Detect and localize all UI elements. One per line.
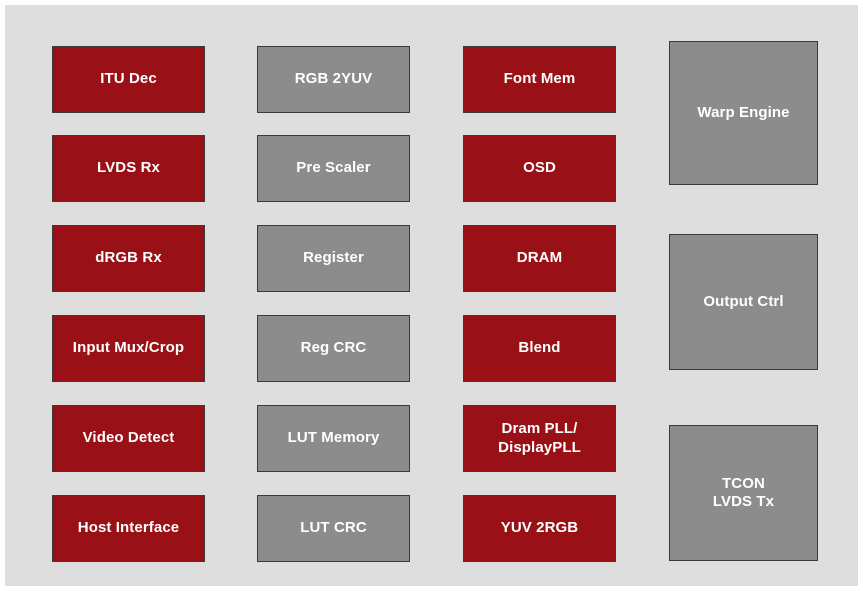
block-osd[interactable]: OSD [463, 135, 616, 202]
block-label: Blend [518, 339, 561, 357]
block-label: DRAM [516, 249, 563, 267]
block-lvds-rx[interactable]: LVDS Rx [52, 135, 205, 202]
block-label: Warp Engine [697, 103, 790, 121]
block-reg-crc[interactable]: Reg CRC [257, 315, 410, 382]
block-label: Output Ctrl [703, 292, 784, 310]
block-lut-memory[interactable]: LUT Memory [257, 405, 410, 472]
block-itu-dec[interactable]: ITU Dec [52, 46, 205, 113]
block-label: LUT Memory [287, 429, 380, 447]
block-label: LVDS Rx [97, 159, 160, 177]
block-register[interactable]: Register [257, 225, 410, 292]
block-label: Pre Scaler [296, 159, 371, 177]
block-label: LUT CRC [300, 519, 367, 537]
block-yuv-2rgb[interactable]: YUV 2RGB [463, 495, 616, 562]
block-warp-engine[interactable]: Warp Engine [669, 41, 818, 185]
block-dram-pll-display-pll[interactable]: Dram PLL/ DisplayPLL [463, 405, 616, 472]
block-label: Font Mem [503, 70, 576, 88]
block-label: dRGB Rx [95, 249, 162, 267]
block-blend[interactable]: Blend [463, 315, 616, 382]
block-video-detect[interactable]: Video Detect [52, 405, 205, 472]
block-label: OSD [523, 159, 556, 177]
block-tcon-lvds-tx[interactable]: TCON LVDS Tx [669, 425, 818, 561]
block-label: ITU Dec [100, 70, 157, 88]
block-label: Video Detect [82, 429, 175, 447]
block-output-ctrl[interactable]: Output Ctrl [669, 234, 818, 370]
diagram-panel: ITU Dec LVDS Rx dRGB Rx Input Mux/Crop V… [5, 5, 858, 586]
block-label: Dram PLL/ DisplayPLL [498, 420, 581, 456]
block-label: TCON LVDS Tx [712, 474, 775, 510]
block-host-interface[interactable]: Host Interface [52, 495, 205, 562]
block-lut-crc[interactable]: LUT CRC [257, 495, 410, 562]
block-label: Host Interface [77, 519, 180, 537]
block-label: Input Mux/Crop [72, 339, 185, 357]
block-font-mem[interactable]: Font Mem [463, 46, 616, 113]
block-label: YUV 2RGB [500, 519, 579, 537]
block-drgb-rx[interactable]: dRGB Rx [52, 225, 205, 292]
block-pre-scaler[interactable]: Pre Scaler [257, 135, 410, 202]
block-label: RGB 2YUV [294, 70, 373, 88]
block-label: Reg CRC [300, 339, 367, 357]
block-dram[interactable]: DRAM [463, 225, 616, 292]
block-label: Register [303, 249, 364, 267]
block-rgb-2yuv[interactable]: RGB 2YUV [257, 46, 410, 113]
block-input-mux-crop[interactable]: Input Mux/Crop [52, 315, 205, 382]
